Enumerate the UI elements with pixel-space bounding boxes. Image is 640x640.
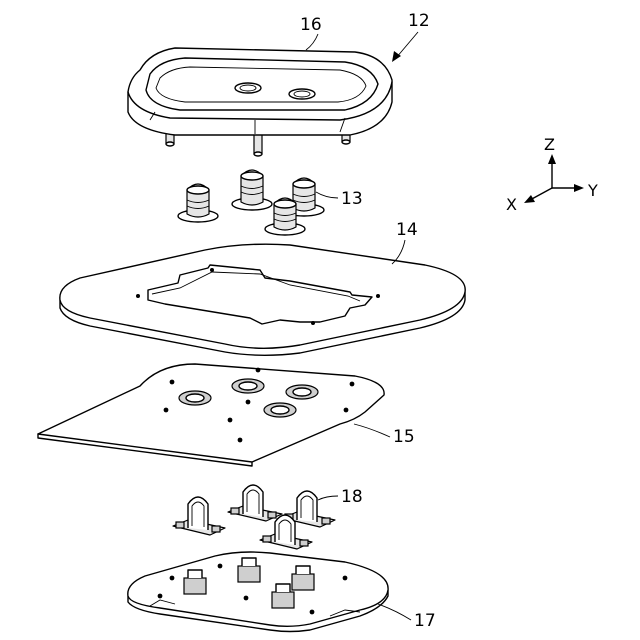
label-17: 17: [414, 611, 436, 631]
label-12: 12: [408, 11, 430, 31]
connector: [178, 184, 218, 222]
arrow-12: [396, 32, 418, 58]
label-15: 15: [393, 427, 415, 447]
label-13: 13: [341, 189, 363, 209]
clips: [173, 485, 335, 549]
circuit-board: [38, 364, 384, 466]
gasket-plate: [60, 244, 465, 355]
label-18: 18: [341, 487, 363, 507]
connectors: [178, 170, 324, 235]
axis-triad: Z Y X: [506, 135, 598, 214]
label-16: 16: [300, 15, 322, 35]
top-cover: [128, 48, 392, 156]
clip: [228, 485, 282, 521]
axis-z-label: Z: [544, 135, 555, 154]
axis-x-label: X: [506, 195, 517, 214]
clip: [173, 497, 225, 535]
label-14: 14: [396, 220, 418, 240]
base-plate: [128, 552, 388, 632]
connector: [232, 170, 272, 210]
axis-y-label: Y: [587, 181, 598, 200]
